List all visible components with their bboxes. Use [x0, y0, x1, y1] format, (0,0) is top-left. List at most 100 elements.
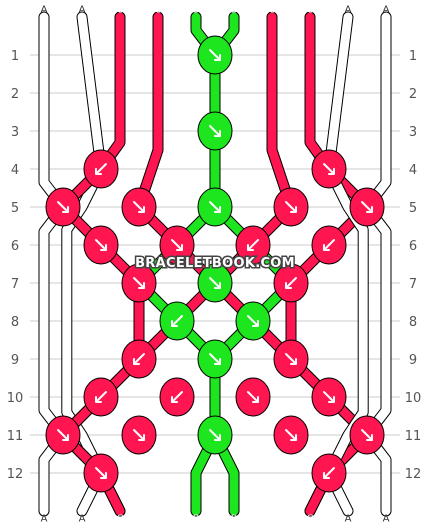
arrow-se-icon: [171, 239, 183, 251]
arrow-se-icon: [247, 315, 259, 327]
bottom-strand-label: C: [117, 514, 124, 525]
knot-17: [159, 301, 195, 341]
arrow-se-icon: [361, 201, 373, 213]
arrow-se-icon: [285, 201, 297, 213]
knot-4: [311, 149, 347, 189]
knot-28: [197, 415, 233, 455]
row-number-left: 10: [7, 391, 24, 406]
arrow-se-icon: [133, 277, 145, 289]
strand-1: [39, 12, 68, 516]
knot-15: [197, 263, 233, 303]
arrow-se-icon: [95, 467, 107, 479]
row-number-right: 11: [405, 429, 422, 444]
arrow-se-icon: [57, 201, 69, 213]
arrow-sw-icon: [247, 239, 259, 251]
arrow-se-icon: [209, 125, 221, 137]
knot-20: [197, 339, 233, 379]
knot-14: [121, 263, 157, 303]
row-number-left: 7: [11, 277, 19, 292]
arrow-se-icon: [247, 391, 259, 403]
arrow-se-icon: [209, 353, 221, 365]
row-number-right: 5: [409, 201, 417, 216]
knot-13: [311, 225, 347, 265]
knot-8: [273, 187, 309, 227]
bottom-strand-label: B: [193, 514, 200, 525]
arrow-se-icon: [133, 429, 145, 441]
strand-10: [362, 12, 391, 516]
arrow-se-icon: [209, 201, 221, 213]
arrow-se-icon: [209, 429, 221, 441]
top-strand-label: A: [79, 5, 86, 16]
top-strand-label: B: [193, 5, 200, 16]
row-number-left: 2: [11, 87, 19, 102]
row-number-left: 3: [11, 125, 19, 140]
arrow-sw-icon: [323, 239, 335, 251]
knots-layer: [45, 35, 385, 493]
row-number-right: 10: [405, 391, 422, 406]
arrow-se-icon: [323, 391, 335, 403]
knot-26: [45, 415, 81, 455]
row-number-right: 6: [409, 239, 417, 254]
knot-11: [159, 225, 195, 265]
bottom-strand-label: A: [41, 514, 48, 525]
knot-30: [349, 415, 385, 455]
row-number-right: 9: [409, 353, 417, 368]
top-strand-label: A: [383, 5, 390, 16]
knot-2: [197, 111, 233, 151]
top-strand-label: A: [41, 5, 48, 16]
knot-1: [197, 35, 233, 75]
row-number-left: 8: [11, 315, 19, 330]
arrow-se-icon: [95, 239, 107, 251]
knot-10: [83, 225, 119, 265]
bottom-strand-label: C: [307, 514, 314, 525]
row-number-left: 11: [7, 429, 24, 444]
knot-16: [273, 263, 309, 303]
arrow-se-icon: [133, 201, 145, 213]
arrow-sw-icon: [285, 277, 297, 289]
arrow-sw-icon: [133, 353, 145, 365]
row-number-right: 1: [409, 49, 417, 64]
arrow-se-icon: [285, 353, 297, 365]
arrow-sw-icon: [323, 467, 335, 479]
knot-25: [311, 377, 347, 417]
row-number-left: 12: [7, 467, 24, 482]
arrow-se-icon: [323, 163, 335, 175]
knot-5: [45, 187, 81, 227]
knot-6: [121, 187, 157, 227]
arrow-se-icon: [57, 429, 69, 441]
arrow-sw-icon: [171, 391, 183, 403]
row-number-right: 3: [409, 125, 417, 140]
top-strand-label: B: [231, 5, 238, 16]
top-strand-label: C: [155, 5, 162, 16]
knot-12: [235, 225, 271, 265]
row-number-left: 1: [11, 49, 19, 64]
knot-31: [83, 453, 119, 493]
top-strand-label: A: [345, 5, 352, 16]
knot-22: [83, 377, 119, 417]
row-number-left: 4: [11, 163, 19, 178]
top-strand-label: C: [117, 5, 124, 16]
row-number-right: 4: [409, 163, 417, 178]
arrow-se-icon: [285, 429, 297, 441]
row-number-left: 5: [11, 201, 19, 216]
knot-23: [159, 377, 195, 417]
arrow-se-icon: [361, 429, 373, 441]
knot-29: [273, 415, 309, 455]
bottom-strand-label: A: [383, 514, 390, 525]
bottom-strand-label: B: [231, 514, 238, 525]
arrow-sw-icon: [95, 163, 107, 175]
knot-7: [197, 187, 233, 227]
knot-24: [235, 377, 271, 417]
bottom-strand-label: A: [345, 514, 352, 525]
arrow-sw-icon: [95, 391, 107, 403]
knot-21: [273, 339, 309, 379]
arrow-se-icon: [209, 277, 221, 289]
knot-32: [311, 453, 347, 493]
row-number-left: 9: [11, 353, 19, 368]
row-number-right: 12: [405, 467, 422, 482]
row-number-right: 2: [409, 87, 417, 102]
knot-19: [121, 339, 157, 379]
knot-18: [235, 301, 271, 341]
